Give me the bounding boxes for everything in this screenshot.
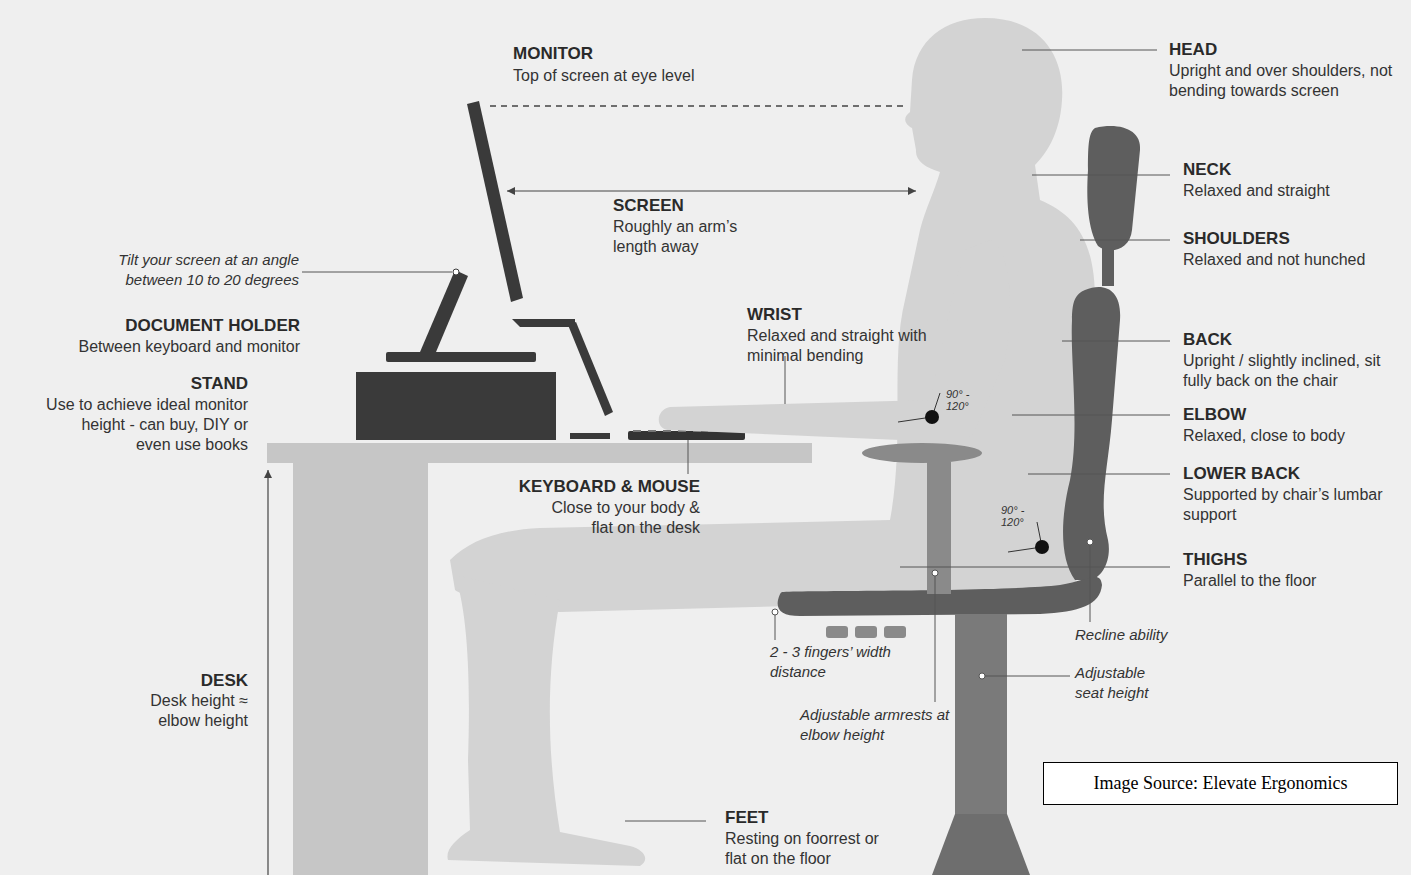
monitor-arm — [420, 270, 468, 352]
italic-note: Adjustable seat height — [1075, 663, 1175, 703]
part-heading: BACK — [1183, 330, 1383, 350]
leader-dot — [932, 570, 938, 576]
part-note: Top of screen at eye level — [513, 66, 813, 86]
part-note: Relaxed, close to body — [1183, 426, 1403, 446]
screen-distance-arrow — [507, 190, 916, 191]
part-heading: DOCUMENT HOLDER — [40, 316, 300, 336]
part-note: Use to achieve ideal monitor height - ca… — [44, 395, 248, 455]
hip-angle-dot — [1035, 540, 1049, 554]
leader-lines — [302, 50, 1170, 821]
italic-note: 2 - 3 fingers’ width distance — [770, 642, 894, 682]
headrest — [1087, 126, 1140, 250]
part-heading: THIGHS — [1183, 550, 1383, 570]
part-heading: WRIST — [747, 305, 947, 325]
elbow-angle-dot — [925, 410, 939, 424]
leader-line — [302, 272, 452, 273]
leader-line — [1032, 175, 1170, 176]
monitor-base — [386, 352, 536, 362]
part-heading: ELBOW — [1183, 405, 1383, 425]
part-heading: HEAD — [1169, 40, 1409, 60]
headrest-post — [1102, 246, 1114, 286]
leader-line — [900, 567, 1170, 568]
part-note: Close to your body & flat on the desk — [548, 498, 700, 538]
part-heading: KEYBOARD & MOUSE — [470, 477, 700, 497]
finger-marker — [855, 626, 877, 638]
leader-line — [1090, 542, 1091, 622]
leader-dot — [1087, 539, 1093, 545]
part-heading: FEET — [725, 808, 875, 828]
document-holder-base — [570, 433, 610, 439]
part-note: Relaxed and straight with minimal bendin… — [747, 326, 932, 366]
italic-note: Tilt your screen at an angle between 10 … — [69, 250, 299, 290]
document-holder-arm — [568, 322, 613, 416]
leader-line — [688, 440, 689, 474]
angle-label: 90° - 120° — [946, 388, 982, 412]
part-note: Parallel to the floor — [1183, 571, 1403, 591]
leader-line — [775, 614, 776, 640]
part-note: Upright and over shoulders, not bending … — [1169, 61, 1411, 101]
leader-line — [625, 821, 706, 822]
part-heading: LOWER BACK — [1183, 464, 1383, 484]
chair-base — [932, 814, 1030, 875]
document-holder-top — [512, 319, 575, 327]
italic-note: Adjustable armrests at elbow height — [800, 705, 950, 745]
part-note: Relaxed and straight — [1183, 181, 1403, 201]
leader-dot — [979, 673, 985, 679]
finger-marker — [884, 626, 906, 638]
gas-cylinder — [955, 614, 1007, 814]
arm — [659, 240, 1010, 442]
part-note: Desk height ≈ elbow height — [120, 691, 248, 731]
leader-line — [1062, 341, 1170, 342]
part-heading: STAND — [100, 374, 248, 394]
armrest-post — [927, 462, 951, 594]
backrest — [1063, 287, 1120, 580]
leader-line — [1022, 50, 1157, 51]
finger-marker — [826, 626, 848, 638]
leader-line — [984, 676, 1070, 677]
monitor-screen — [467, 101, 523, 302]
source-text: Image Source: Elevate Ergonomics — [1093, 773, 1347, 794]
leader-line — [935, 575, 936, 702]
leader-line — [1012, 415, 1170, 416]
leader-line — [1080, 240, 1170, 241]
leader-line — [1028, 474, 1170, 475]
desk-top — [267, 443, 812, 463]
leader-dot — [772, 609, 778, 615]
armrest — [862, 443, 982, 463]
part-heading: SCREEN — [613, 196, 813, 216]
part-note: Supported by chair’s lumbar support — [1183, 485, 1383, 525]
part-note: Roughly an arm’s length away — [613, 217, 773, 257]
source-box: Image Source: Elevate Ergonomics — [1043, 762, 1398, 805]
part-note: Resting on foorrest or flat on the floor — [725, 829, 893, 869]
part-heading: DESK — [148, 671, 248, 691]
part-note: Upright / slightly inclined, sit fully b… — [1183, 351, 1408, 391]
angle-markers — [898, 393, 1049, 554]
desk-height-arrow — [267, 470, 268, 875]
body-shape — [450, 18, 1095, 612]
person-silhouette — [447, 18, 1095, 866]
part-heading: MONITOR — [513, 44, 733, 64]
angle-label: 90° - 120° — [1001, 504, 1037, 528]
eye-level-line — [490, 105, 905, 106]
tilt-pivot — [453, 269, 459, 275]
part-heading: NECK — [1183, 160, 1383, 180]
italic-note: Recline ability — [1075, 625, 1225, 645]
part-heading: SHOULDERS — [1183, 229, 1403, 249]
part-note: Between keyboard and monitor — [10, 337, 300, 357]
part-note: Relaxed and not hunched — [1183, 250, 1411, 270]
desk-leg — [293, 463, 428, 875]
monitor-stand — [356, 372, 556, 440]
lower-leg — [447, 575, 645, 866]
